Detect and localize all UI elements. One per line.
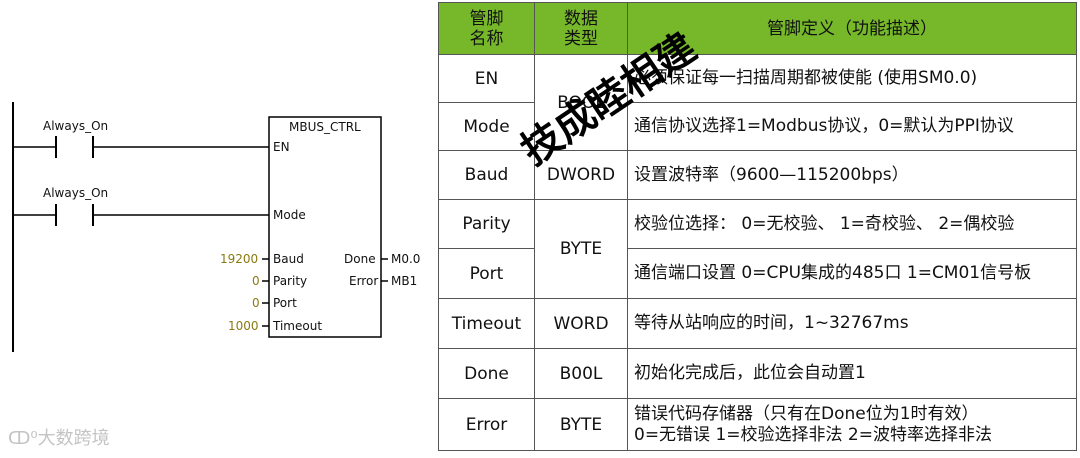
input-timeout-value: 1000 [228,319,259,333]
block-title: MBUS_CTRL [289,120,361,134]
logo-icon: ↀ⁰ [8,428,38,449]
row-desc: 初始化完成后，此位会自动置1 [627,348,1077,399]
header-pin-name-text: 管脚 名称 [469,8,504,49]
input-baud-value: 19200 [220,252,259,266]
pin-error: Error [349,274,379,288]
pin-en: EN [273,140,290,154]
table-header-row: 管脚 名称 数据 类型 管脚定义（功能描述） [438,2,1077,55]
row-name: Done [438,348,535,399]
row-desc: 通信端口设置 0=CPU集成的485口 1=CM01信号板 [627,248,1077,299]
row-type: WORD [534,298,628,349]
pin-port: Port [273,296,297,310]
row-desc: 必须保证每一扫描周期都被使能 (使用SM0.0) [627,54,1077,103]
row-desc: 校验位选择： 0=无校验、 1=奇校验、 2=偶校验 [627,199,1077,249]
output-done-value: M0.0 [391,252,421,266]
header-data-type: 数据 类型 [534,2,628,55]
row-name: Timeout [438,298,535,349]
header-data-type-text: 数据 类型 [564,8,598,49]
ladder-diagram: Always_On Always_On MBUS_CTRL EN Mode Ba… [0,0,440,458]
header-description-text: 管脚定义（功能描述） [767,18,937,39]
row-desc: 通信协议选择1=Modbus协议，0=默认为PPI协议 [627,102,1077,151]
table-row: Parity BYTE 校验位选择： 0=无校验、 1=奇校验、 2=偶校验 [438,199,1077,299]
pin-timeout: Timeout [273,319,323,333]
watermark-logo: ↀ⁰大数跨境 [8,424,110,450]
row-name: Parity [438,199,535,249]
row-desc: 错误代码存储器（只有在Done位为1时有效） 0=无错误 1=校验选择非法 2=… [627,398,1077,451]
pin-baud: Baud [273,252,304,266]
header-pin-name: 管脚 名称 [438,2,535,55]
mbus-ctrl-block [268,116,382,338]
row-type: BYTE [534,398,628,451]
row-name: Error [438,398,535,451]
table-row: EN BOOL 必须保证每一扫描周期都被使能 (使用SM0.0) [438,54,1077,151]
ladder-lines [12,102,388,352]
table-row: Port 通信端口设置 0=CPU集成的485口 1=CM01信号板 [438,248,1077,299]
row-name: Mode [438,102,535,151]
row-desc: 等待从站响应的时间，1~32767ms [627,298,1077,349]
output-error-value: MB1 [391,274,418,288]
logo-text: 大数跨境 [37,428,110,449]
table-row: Mode 通信协议选择1=Modbus协议，0=默认为PPI协议 [438,102,1077,151]
input-parity-value: 0 [252,274,260,288]
row-name: Baud [438,150,535,200]
contact2-label: Always_On [43,186,109,200]
header-description: 管脚定义（功能描述） [627,2,1077,55]
row-type: B00L [534,348,628,399]
table-row: Timeout WORD 等待从站响应的时间，1~32767ms [438,298,1077,349]
input-port-value: 0 [252,296,260,310]
row-name: Port [438,248,535,299]
row-type: BYTE [534,199,628,299]
table-row: Baud DWORD 设置波特率（9600—115200bps） [438,150,1077,200]
table-row: Done B00L 初始化完成后，此位会自动置1 [438,348,1077,399]
table-row: Error BYTE 错误代码存储器（只有在Done位为1时有效） 0=无错误 … [438,398,1077,451]
pin-done: Done [344,252,376,266]
row-desc: 设置波特率（9600—115200bps） [627,150,1077,200]
pin-mode: Mode [273,208,306,222]
row-name: EN [438,54,535,103]
contact1-label: Always_On [43,119,109,133]
pin-definition-table: 管脚 名称 数据 类型 管脚定义（功能描述） EN BOOL 必须保证每一扫描周… [438,2,1077,451]
row-type: BOOL [534,54,628,151]
pin-parity: Parity [273,274,308,288]
